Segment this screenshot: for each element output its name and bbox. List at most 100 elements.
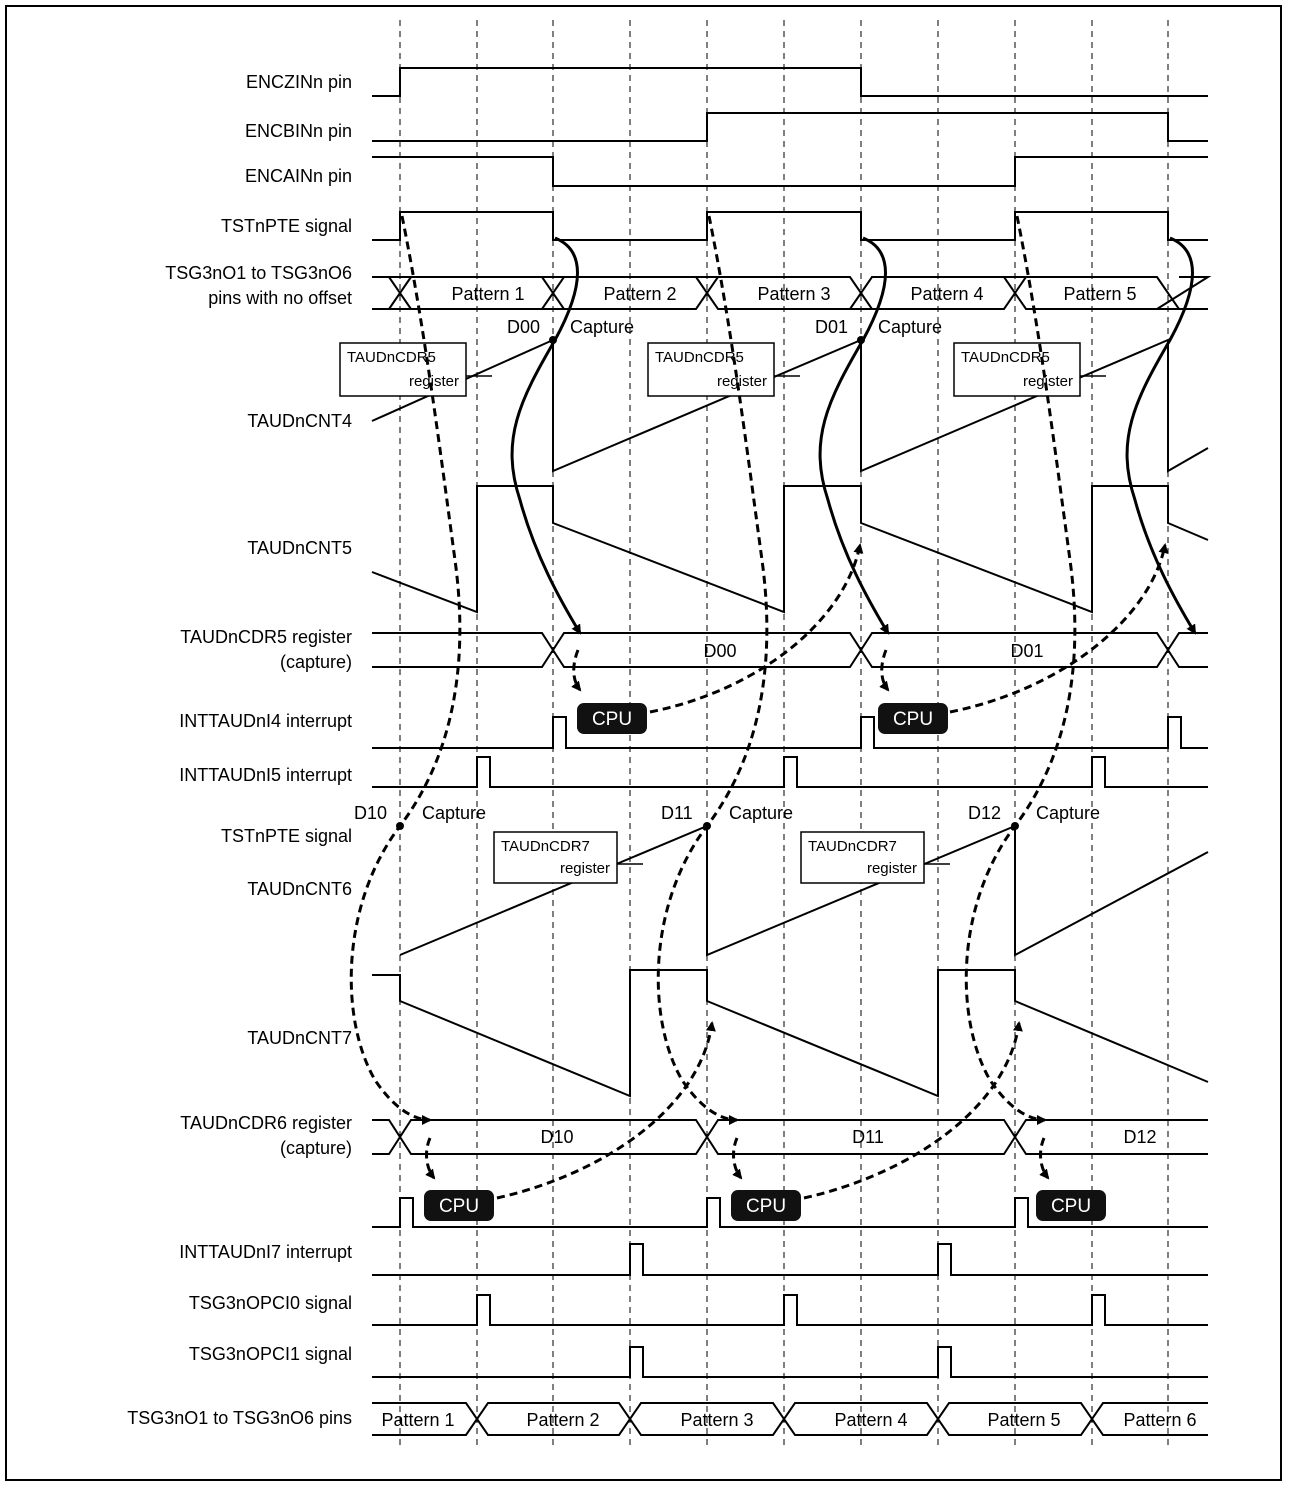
bus-waveforms (372, 276, 1212, 1436)
cpu-label-4: CPU (746, 1196, 786, 1217)
bus-tsg-pins (372, 1402, 1208, 1436)
cpu-box-1 (577, 703, 647, 734)
cdr5-box-3-l1: TAUDnCDR5 (961, 349, 1050, 366)
wave-opci1 (372, 1346, 1208, 1378)
cdr7-box-1-l2: register (560, 860, 610, 877)
label-cdr5-1: TAUDnCDR5 register (180, 627, 352, 647)
pattern-no-offset-5: Pattern 5 (1063, 284, 1136, 304)
bus-tsg-no-offset (372, 276, 1212, 310)
capture-text-5: Capture (1036, 803, 1100, 823)
wave-tstnpte (372, 211, 1208, 241)
cdr7-box-2-l2: register (867, 860, 917, 877)
label-int4: INTTAUDnI4 interrupt (179, 711, 352, 731)
cpu-label-1: CPU (592, 709, 632, 730)
cpu-boxes: CPU CPU CPU CPU CPU (424, 703, 1106, 1221)
cpu-label-2: CPU (893, 709, 933, 730)
label-tsg-no-offset-1: TSG3nO1 to TSG3nO6 (165, 263, 352, 283)
label-tstnpte-2: TSTnPTE signal (221, 826, 352, 846)
wave-enczin (372, 67, 1208, 97)
pattern-pins-6: Pattern 6 (1123, 1410, 1196, 1430)
cdr5-box-2-l2: register (717, 373, 767, 390)
wave-encbin (372, 112, 1208, 142)
wave-cnt4 (371, 338, 1209, 473)
cdr5-box-2-l1: TAUDnCDR5 (655, 349, 744, 366)
wave-cnt7 (372, 969, 1209, 1098)
label-cdr6-1: TAUDnCDR6 register (180, 1113, 352, 1133)
cdr5-box-1-l2: register (409, 373, 459, 390)
cdr7-box-1 (493, 831, 618, 884)
label-cdr6-2: (capture) (280, 1138, 352, 1158)
cpu-label-5: CPU (1051, 1196, 1091, 1217)
capture-text-2: Capture (878, 317, 942, 337)
wave-cpu-int-row (372, 1197, 1208, 1228)
pattern-no-offset-3: Pattern 3 (757, 284, 830, 304)
capture-labels: D00 Capture D01 Capture D10 Capture D11 … (354, 317, 1100, 823)
capture-text-3: Capture (422, 803, 486, 823)
pattern-pins-2: Pattern 2 (526, 1410, 599, 1430)
pattern-pins-4: Pattern 4 (834, 1410, 907, 1430)
wave-cnt6 (399, 824, 1209, 957)
cpu-box-3 (424, 1190, 494, 1221)
cdr6-value-2: D11 (852, 1127, 884, 1147)
cpu-box-5 (1036, 1190, 1106, 1221)
label-cnt4: TAUDnCNT4 (247, 411, 352, 431)
label-int5: INTTAUDnI5 interrupt (179, 765, 352, 785)
label-tsg-pins: TSG3nO1 to TSG3nO6 pins (127, 1408, 352, 1428)
label-encbin: ENCBINn pin (245, 121, 352, 141)
register-callouts: TAUDnCDR5 register TAUDnCDR5 register TA… (339, 342, 1106, 884)
flow-curves-dashed (349, 215, 1169, 1200)
pattern-pins-5: Pattern 5 (987, 1410, 1060, 1430)
bus-cdr5 (372, 632, 1208, 668)
diagram-frame (5, 5, 1282, 1481)
counter-waveforms (371, 338, 1209, 1098)
wave-int4 (372, 716, 1208, 749)
capture-text-1: Capture (570, 317, 634, 337)
cpu-box-4 (731, 1190, 801, 1221)
pattern-no-offset-4: Pattern 4 (910, 284, 983, 304)
capture-d00: D00 (507, 317, 540, 337)
cdr5-box-2 (647, 342, 775, 397)
cdr7-box-1-l1: TAUDnCDR7 (501, 838, 590, 855)
label-encain: ENCAINn pin (245, 166, 352, 186)
cpu-box-2 (878, 703, 948, 734)
label-cnt7: TAUDnCNT7 (247, 1028, 352, 1048)
cdr7-box-2-l1: TAUDnCDR7 (808, 838, 897, 855)
pattern-pins-3: Pattern 3 (680, 1410, 753, 1430)
bus-labels: Pattern 1 Pattern 2 Pattern 3 Pattern 4 … (381, 284, 1196, 1430)
waveforms (372, 67, 1208, 1378)
cpu-label-3: CPU (439, 1196, 479, 1217)
wave-opci0 (372, 1294, 1208, 1326)
wave-int5 (372, 756, 1208, 788)
label-opci1: TSG3nOPCI1 signal (189, 1344, 352, 1364)
label-cnt5: TAUDnCNT5 (247, 538, 352, 558)
cdr5-box-1-l1: TAUDnCDR5 (347, 349, 436, 366)
capture-d11: D11 (661, 803, 693, 823)
capture-text-4: Capture (729, 803, 793, 823)
bus-cdr6 (372, 1119, 1208, 1155)
capture-d10: D10 (354, 803, 387, 823)
guide-lines (399, 20, 1169, 1450)
cdr6-value-1: D10 (540, 1127, 573, 1147)
wave-encain (372, 156, 1208, 187)
label-int7: INTTAUDnI7 interrupt (179, 1242, 352, 1262)
label-tsg-no-offset-2: pins with no offset (208, 288, 352, 308)
capture-d12: D12 (968, 803, 1001, 823)
pattern-no-offset-2: Pattern 2 (603, 284, 676, 304)
signal-labels: ENCZINn pin ENCBINn pin ENCAINn pin TSTn… (127, 72, 352, 1428)
pattern-no-offset-1: Pattern 1 (451, 284, 524, 304)
label-opci0: TSG3nOPCI0 signal (189, 1293, 352, 1313)
wave-int7 (372, 1243, 1208, 1276)
cdr6-value-3: D12 (1123, 1127, 1156, 1147)
cdr5-box-3 (953, 342, 1081, 397)
label-tstnpte: TSTnPTE signal (221, 216, 352, 236)
cdr5-box-3-l2: register (1023, 373, 1073, 390)
capture-d01: D01 (815, 317, 848, 337)
label-enczin: ENCZINn pin (246, 72, 352, 92)
cdr7-box-2 (800, 831, 925, 884)
label-cdr5-2: (capture) (280, 652, 352, 672)
flow-curves-solid (510, 236, 1197, 635)
label-cnt6: TAUDnCNT6 (247, 879, 352, 899)
cdr5-value-1: D00 (703, 641, 736, 661)
cdr5-value-2: D01 (1010, 641, 1043, 661)
pattern-pins-1: Pattern 1 (381, 1410, 454, 1430)
